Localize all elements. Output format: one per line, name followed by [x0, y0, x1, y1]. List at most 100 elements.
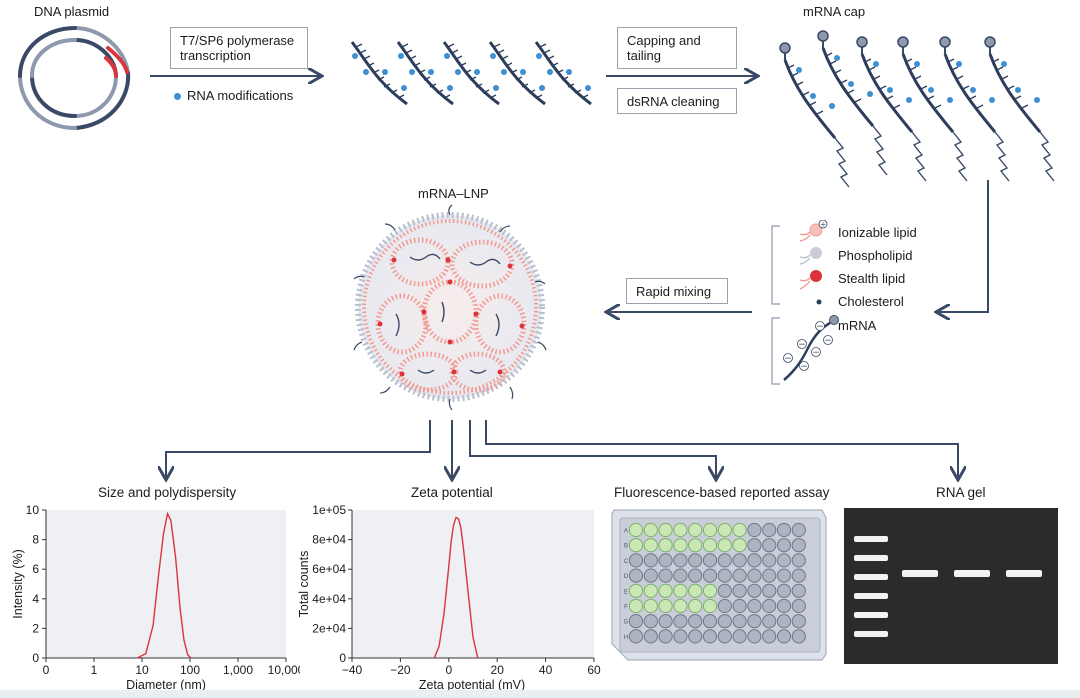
size-ytick-label: 6 [32, 562, 39, 576]
well [776, 629, 792, 644]
rna-gel [844, 508, 1058, 664]
svg-text:−: − [812, 348, 820, 358]
well-positive [673, 538, 688, 553]
well-positive [643, 583, 658, 598]
mrna-label: mRNA [838, 318, 877, 333]
well [717, 614, 732, 629]
well [658, 568, 673, 583]
well [747, 553, 762, 568]
well [747, 629, 762, 644]
sample-band [1006, 570, 1042, 577]
well [791, 522, 806, 538]
well-positive [688, 522, 703, 538]
well [732, 583, 747, 598]
ladder-band [854, 612, 888, 618]
well [688, 553, 703, 568]
plate-row-label: D [624, 574, 629, 580]
phospholipid-icon [799, 247, 822, 265]
well [643, 629, 658, 644]
well [702, 568, 718, 583]
well [776, 598, 792, 614]
well [776, 553, 792, 568]
ladder-band [854, 593, 888, 599]
ionizable-lipid-label: Ionizable lipid [838, 225, 917, 240]
svg-text:−: − [816, 322, 824, 332]
well-positive [658, 598, 673, 614]
stealth-lipid-icon [799, 270, 822, 290]
well-positive [702, 598, 718, 614]
zeta-distribution-line [433, 516, 479, 659]
ladder-band [854, 536, 888, 542]
zeta-ytick-label: 4e+04 [312, 592, 346, 606]
well [702, 629, 718, 644]
svg-text:−: − [824, 336, 832, 346]
zeta-ylabel: Total counts [297, 551, 311, 618]
size-distribution-line [136, 511, 192, 659]
size-ylabel: Intensity (%) [11, 549, 25, 618]
size-xtick-label: 10 [135, 663, 149, 677]
size-xtick-label: 10,000 [268, 663, 300, 677]
size-ytick-label: 4 [32, 592, 39, 606]
well [776, 538, 792, 553]
zeta-ytick-label: 0 [339, 651, 346, 665]
well-positive [658, 522, 673, 538]
plate-row-label: E [624, 589, 628, 595]
size-xtick-label: 0 [43, 663, 50, 677]
well-positive [732, 538, 747, 553]
gel-panel-title: RNA gel [936, 485, 986, 500]
well [791, 538, 806, 553]
well-positive [628, 522, 644, 538]
zeta-ytick-label: 2e+04 [312, 621, 346, 635]
well-positive [643, 598, 658, 614]
rna-modification-dot-icon [174, 93, 181, 101]
well [791, 629, 806, 644]
capping-line-2: tailing [627, 48, 661, 63]
well [762, 538, 777, 553]
well [702, 614, 718, 629]
plate-row-label: H [624, 635, 628, 641]
well [747, 568, 762, 583]
dna-plasmid-label: DNA plasmid [34, 4, 110, 19]
stealth-lipid-label: Stealth lipid [838, 271, 906, 286]
svg-text:−: − [784, 354, 792, 364]
plate-row-label: F [624, 605, 628, 611]
well [673, 614, 688, 629]
ladder-band [854, 574, 888, 580]
well-positive [702, 538, 718, 553]
zeta-panel-title: Zeta potential [411, 485, 493, 500]
mrna-lnp-label: mRNA–LNP [418, 186, 489, 201]
well-positive [702, 522, 718, 538]
phospholipid-label: Phospholipid [838, 248, 913, 263]
plate-row-label: A [624, 529, 628, 535]
sample-band [902, 570, 938, 577]
dna-plasmid-diagram [18, 26, 131, 130]
well [762, 583, 777, 598]
well [747, 614, 762, 629]
size-xtick-label: 100 [180, 663, 200, 677]
well-positive [688, 583, 703, 598]
ladder-band [854, 631, 888, 637]
size-panel-title: Size and polydispersity [98, 485, 237, 500]
well [732, 598, 747, 614]
well [688, 629, 703, 644]
well [747, 538, 762, 553]
well [628, 614, 644, 629]
well [717, 568, 732, 583]
zeta-xtick-label: 60 [587, 663, 601, 677]
well [776, 614, 792, 629]
well [732, 553, 747, 568]
sample-band [954, 570, 990, 577]
size-xtick-label: 1,000 [223, 663, 253, 677]
well-positive [717, 538, 732, 553]
zeta-xtick-label: 0 [445, 663, 452, 677]
well [791, 598, 806, 614]
bottom-strip [0, 690, 1080, 698]
well [643, 614, 658, 629]
well [732, 614, 747, 629]
plate-row-label: B [624, 544, 628, 550]
dsrna-cleaning-box: dsRNA cleaning [617, 88, 737, 114]
